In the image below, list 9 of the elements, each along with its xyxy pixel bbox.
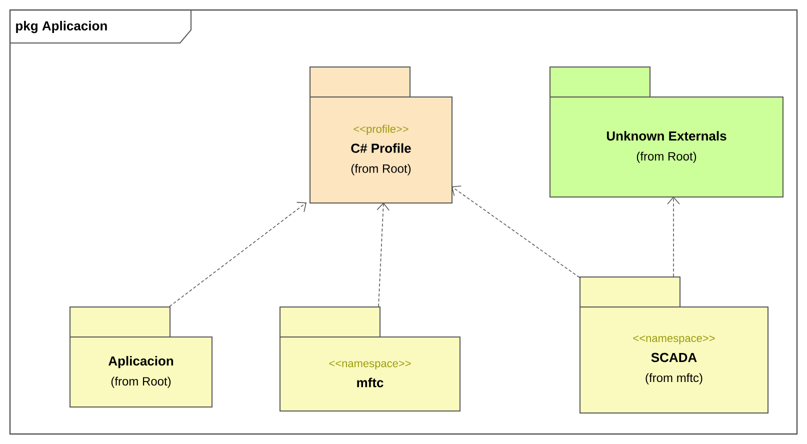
package-box: Aplicacion (from Root) [70,306,212,408]
package-box: <<namespace>> mftc [280,306,460,412]
package-box: <<profile>> C# Profile (from Root) [310,66,452,204]
dependency-arrow [169,202,306,307]
dependency-arrow [667,196,680,277]
package-box: Unknown Externals (from Root) [550,66,784,198]
package-box: <<namespace>> SCADA (from mftc) [580,276,768,414]
dependency-arrow [452,186,580,278]
dependency-arrow [376,202,390,307]
